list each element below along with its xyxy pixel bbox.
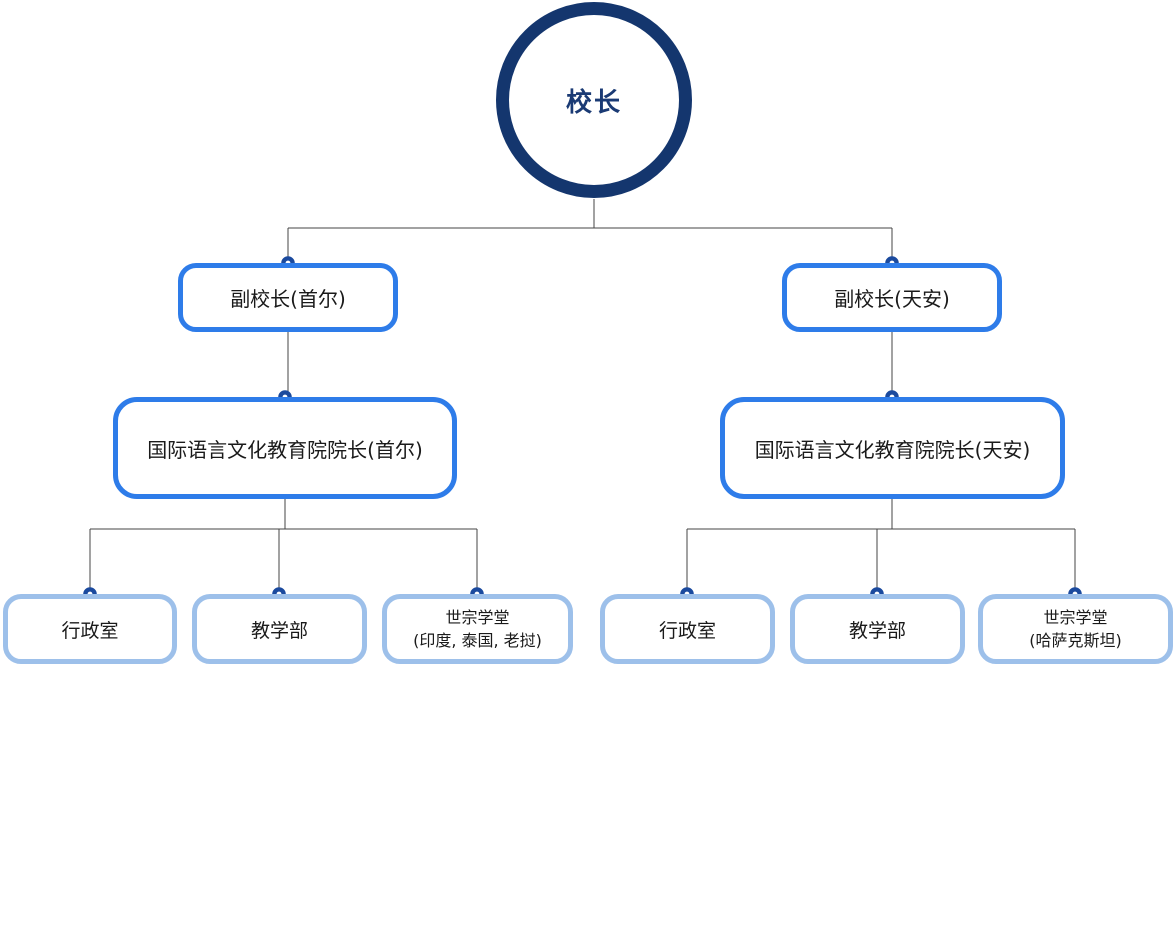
node-vp-seoul: 副校长(首尔): [178, 263, 398, 332]
node-dept-admin-cheonan-label: 行政室: [658, 619, 716, 642]
node-dept-teaching-seoul-label: 教学部: [250, 619, 308, 642]
node-vp-seoul-label: 副校长(首尔): [230, 287, 346, 311]
node-dept-teaching-cheonan: 教学部: [790, 594, 965, 664]
node-dept-admin-cheonan: 行政室: [600, 594, 775, 664]
node-dept-sejong-seoul-countries: (印度, 泰国, 老挝): [413, 631, 542, 650]
node-vp-cheonan-label: 副校长(天安): [834, 287, 950, 311]
node-vp-cheonan: 副校长(天安): [782, 263, 1002, 332]
node-dean-cheonan: 国际语言文化教育院院长(天安): [720, 397, 1065, 499]
node-dept-admin-seoul-label: 行政室: [61, 619, 119, 642]
node-dept-sejong-cheonan-name: 世宗学堂: [1043, 607, 1108, 627]
node-dept-sejong-seoul-name: 世宗学堂: [445, 607, 510, 627]
node-dept-teaching-cheonan-label: 教学部: [848, 619, 906, 642]
node-dean-seoul: 国际语言文化教育院院长(首尔): [113, 397, 457, 499]
node-dept-admin-seoul: 行政室: [3, 594, 177, 664]
node-dean-seoul-label: 国际语言文化教育院院长(首尔): [147, 437, 423, 462]
connector-lines: [89, 199, 1076, 589]
node-dept-sejong-seoul: 世宗学堂 (印度, 泰国, 老挝): [382, 594, 573, 664]
node-dept-teaching-seoul: 教学部: [192, 594, 367, 664]
node-dept-sejong-cheonan: 世宗学堂 (哈萨克斯坦): [978, 594, 1173, 664]
node-principal-label: 校长: [565, 87, 622, 118]
node-principal: 校长: [496, 2, 692, 198]
node-dean-cheonan-label: 国际语言文化教育院院长(天安): [754, 437, 1031, 462]
node-dept-sejong-cheonan-countries: (哈萨克斯坦): [1029, 631, 1122, 650]
